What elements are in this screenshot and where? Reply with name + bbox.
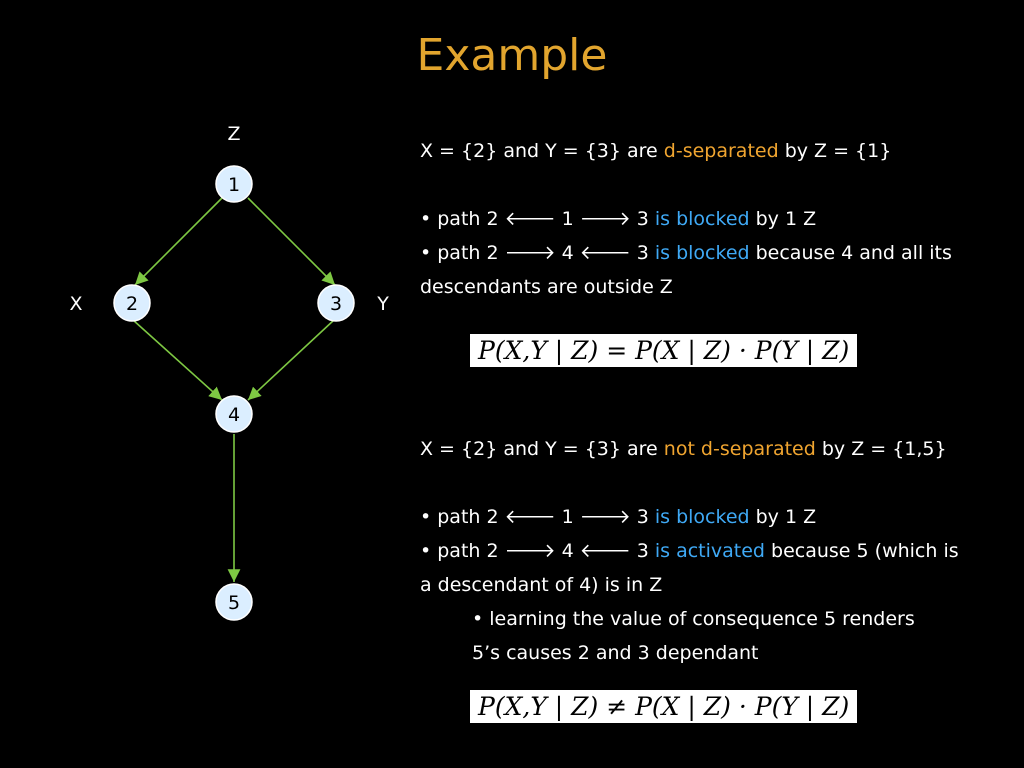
edge-3-4 — [247, 319, 335, 401]
not-d-separated-block: X = {2} and Y = {3} are not d-separated … — [420, 432, 1010, 670]
edge-1-2 — [134, 197, 223, 286]
independence-formula: P(X,Y | Z) = P(X | Z) · P(Y | Z) — [470, 334, 858, 367]
svg-text:4: 4 — [228, 404, 240, 426]
slide-title: Example — [416, 30, 608, 81]
bayes-net-diagram: Z X Y 1 2 3 4 5 — [69, 123, 389, 621]
case2-sub-bullet-cont: 5’s causes 2 and 3 dependant — [472, 642, 759, 664]
svg-text:5: 5 — [228, 592, 240, 614]
node-3: 3 — [317, 284, 355, 322]
svg-text:2: 2 — [126, 293, 138, 315]
left-arrow-icon: 🡐 — [579, 242, 631, 264]
right-arrow-icon: 🡒 — [504, 540, 556, 562]
case2-heading: X = {2} and Y = {3} are not d-separated … — [420, 438, 947, 460]
case1-heading: X = {2} and Y = {3} are d-separated by Z… — [420, 140, 892, 162]
case1-bullet-1: • path 2 🡐 1 🡒 3 is blocked by 1 Z — [420, 208, 817, 230]
right-arrow-icon: 🡒 — [579, 506, 631, 528]
right-arrow-icon: 🡒 — [579, 208, 631, 230]
right-arrow-icon: 🡒 — [504, 242, 556, 264]
d-separated-block: X = {2} and Y = {3} are d-separated by Z… — [420, 134, 1010, 304]
d-separated-term: d-separated — [663, 140, 779, 162]
node-2: 2 — [113, 284, 151, 322]
case1-bullet-2-cont: descendants are outside Z — [420, 276, 673, 298]
label-x: X — [69, 293, 82, 315]
not-d-separated-term: not d-separated — [663, 438, 816, 460]
edge-1-3 — [247, 197, 336, 286]
svg-text:1: 1 — [228, 174, 240, 196]
label-z: Z — [227, 123, 240, 145]
left-arrow-icon: 🡐 — [504, 208, 556, 230]
edge-2-4 — [132, 319, 223, 401]
case2-sub-bullet: • learning the value of consequence 5 re… — [472, 608, 915, 630]
left-arrow-icon: 🡐 — [579, 540, 631, 562]
node-5: 5 — [215, 583, 253, 621]
svg-text:3: 3 — [330, 293, 342, 315]
dependence-formula: P(X,Y | Z) ≠ P(X | Z) · P(Y | Z) — [470, 690, 858, 723]
node-4: 4 — [215, 395, 253, 433]
case2-bullet-2-cont: a descendant of 4) is in Z — [420, 574, 663, 596]
case1-bullet-2: • path 2 🡒 4 🡐 3 is blocked because 4 an… — [420, 242, 952, 264]
case2-bullet-1: • path 2 🡐 1 🡒 3 is blocked by 1 Z — [420, 506, 817, 528]
left-arrow-icon: 🡐 — [504, 506, 556, 528]
case2-bullet-2: • path 2 🡒 4 🡐 3 is activated because 5 … — [420, 540, 959, 562]
label-y: Y — [376, 293, 389, 315]
node-1: 1 — [215, 165, 253, 203]
